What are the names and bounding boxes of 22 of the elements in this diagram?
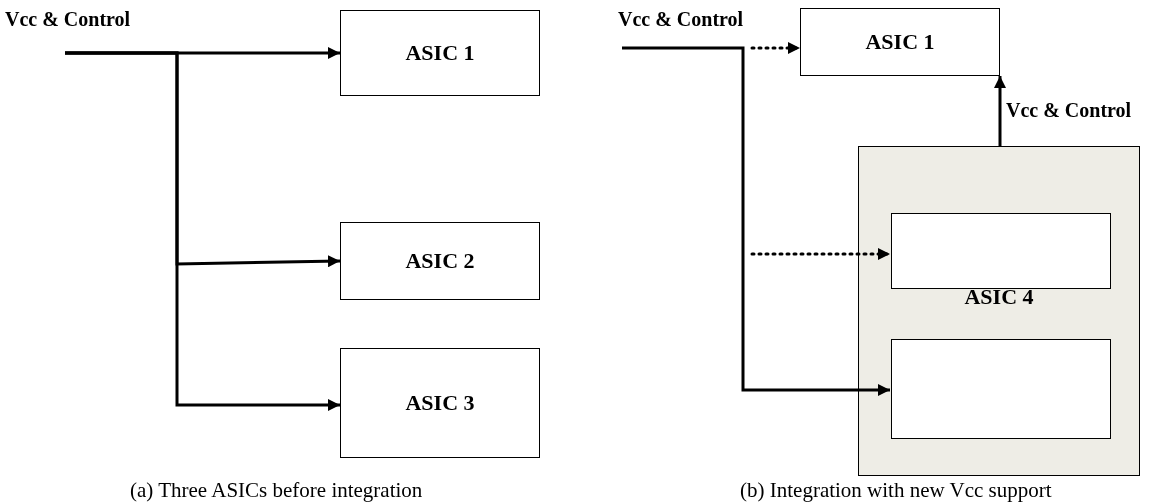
inner-box [891,213,1111,289]
asic-box [800,8,1000,76]
box-label: ASIC 3 [404,390,476,416]
signal-label: Vcc & Control [5,8,131,31]
asic-box [340,348,540,458]
module-container [858,146,1140,476]
caption: (a) Three ASICs before integration [130,478,423,503]
arrow [994,76,1006,146]
box-label: ASIC 1 [864,29,936,55]
asic-box [340,10,540,96]
arrow [750,248,892,260]
arrow [750,42,802,54]
inner-box [891,339,1111,439]
box-label: ASIC 4 [963,284,1035,310]
asic-box [340,222,540,300]
arrow [622,46,890,396]
arrow [65,51,340,411]
box-label: ASIC 2 [404,248,476,274]
signal-label: Vcc & Control [618,8,744,31]
caption: (b) Integration with new Vcc support [740,478,1052,503]
edge-label: Vcc & Control [1006,99,1132,122]
box-label: ASIC 1 [404,40,476,66]
